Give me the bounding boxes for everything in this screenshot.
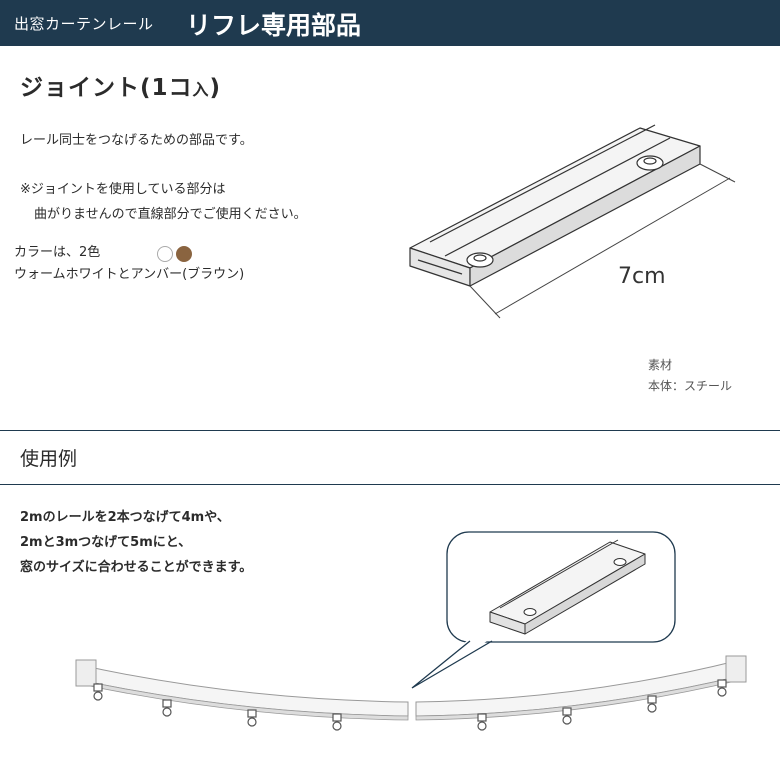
swatch-amber <box>176 246 192 262</box>
usage-line-1: 2mのレールを2本つなげて4mや、 <box>20 510 230 525</box>
product-description: レール同士をつなげるための部品です。 <box>20 133 253 148</box>
material-label: 素材 <box>648 358 673 372</box>
color-info-line2: ウォームホワイトとアンバー(ブラウン) <box>14 267 245 282</box>
color-info-line1: カラーは、2色 <box>14 245 101 260</box>
swatch-warm-white <box>157 246 173 262</box>
joint-product-illustration <box>409 124 736 319</box>
dimension-label: 7cm <box>618 264 666 289</box>
header-bar: 出窓カーテンレール リフレ専用部品 <box>0 0 780 46</box>
section-divider-bottom <box>0 484 780 485</box>
usage-note-line1: ※ジョイントを使用している部分は <box>20 182 226 197</box>
header-title: リフレ専用部品 <box>186 11 362 40</box>
joint-callout-bubble <box>411 531 676 689</box>
rail-usage-illustration <box>75 531 747 731</box>
usage-line-2: 2mと3mつなげて5mにと、 <box>20 535 192 550</box>
product-title: ジョイント(1コ入) <box>20 68 221 102</box>
product-name: ジョイント(1コ <box>20 75 193 101</box>
product-qty: 入 <box>192 80 210 99</box>
header-subtitle: 出窓カーテンレール <box>14 15 154 33</box>
product-name-close: ) <box>209 75 222 101</box>
usage-line-3: 窓のサイズに合わせることができます。 <box>20 560 253 575</box>
section-divider-top <box>0 430 780 431</box>
usage-heading: 使用例 <box>20 448 78 470</box>
usage-note-line2: 曲がりませんので直線部分でご使用ください。 <box>34 207 307 222</box>
material-value: 本体：スチール <box>648 379 733 393</box>
